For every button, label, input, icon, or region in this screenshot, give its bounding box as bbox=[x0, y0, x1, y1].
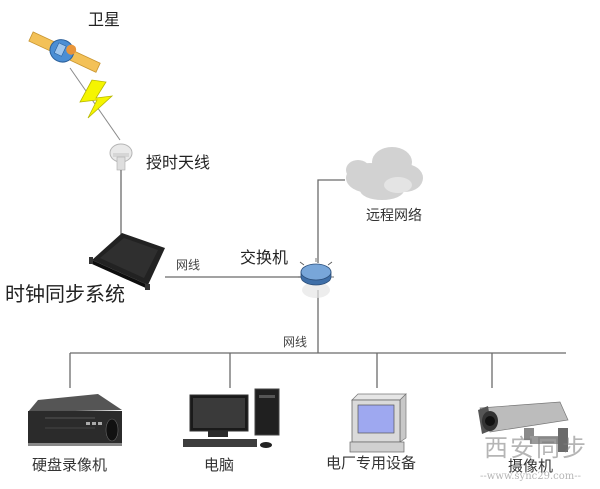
link-label-clock-switch: 网线 bbox=[176, 258, 201, 272]
switch-to-cloud-line bbox=[317, 179, 345, 263]
rack-server-icon bbox=[89, 233, 165, 290]
desktop-computer-icon bbox=[183, 388, 280, 448]
watermark-title: 西安同步 bbox=[484, 434, 588, 462]
antenna-label: 授时天线 bbox=[146, 153, 211, 172]
network-switch-icon bbox=[298, 258, 334, 298]
camera-label: 摄像机 bbox=[508, 457, 554, 475]
lightning-icon bbox=[79, 79, 114, 119]
satellite-icon bbox=[28, 31, 101, 73]
cloud-icon bbox=[346, 147, 423, 200]
link-label-switch-bus: 网线 bbox=[283, 335, 308, 349]
gps-antenna-icon bbox=[109, 143, 133, 182]
cctv-camera-icon bbox=[478, 401, 569, 452]
remote-network-label: 远程网络 bbox=[366, 208, 422, 224]
dvr-icon bbox=[28, 394, 122, 446]
plant-equipment-label: 电厂专用设备 bbox=[326, 454, 417, 472]
terminal-icon bbox=[349, 393, 407, 453]
clock-system-label: 时钟同步系统 bbox=[5, 282, 125, 306]
dvr-label: 硬盘录像机 bbox=[32, 456, 108, 474]
watermark-url: --www.sync29.com-- bbox=[480, 471, 582, 482]
satellite-label: 卫星 bbox=[88, 10, 121, 29]
computer-label: 电脑 bbox=[204, 456, 235, 474]
switch-label: 交换机 bbox=[240, 248, 289, 267]
